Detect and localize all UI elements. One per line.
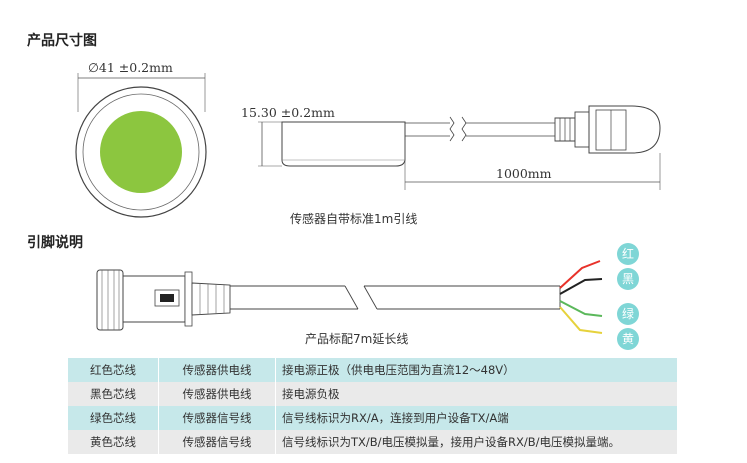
wire-type-cell: 传感器信号线 [158, 406, 276, 430]
wire-group [559, 260, 603, 334]
ext-cable-break-2 [363, 285, 378, 310]
sensor-cable-caption: 传感器自带标准1m引线 [290, 212, 418, 226]
diameter-dimension-label: ∅41 ±0.2mm [88, 60, 173, 75]
black-wire [559, 278, 603, 295]
ext-strain-relief [191, 282, 231, 316]
wire-desc-cell: 接电源正极（供电电压范围为直流12～48V） [275, 358, 678, 382]
pin-table: 红色芯线 传感器供电线 接电源正极（供电电压范围为直流12～48V） 黑色芯线 … [68, 358, 678, 454]
sensor-inner-ring [82, 93, 200, 211]
sensor-outer-ring [75, 86, 207, 218]
table-row: 黄色芯线 传感器信号线 信号线标识为TX/B/电压模拟量，接用户设备RX/B/电… [68, 430, 678, 454]
sensor-face [100, 111, 182, 193]
wire-color-cell: 绿色芯线 [68, 406, 159, 430]
wire-desc-cell: 信号线标识为RX/A，连接到用户设备TX/A端 [275, 406, 678, 430]
ext-connector-collar [184, 271, 193, 327]
wire-color-cell: 黄色芯线 [68, 430, 159, 454]
wire-label-green: 绿 [617, 303, 639, 325]
wire-color-cell: 黑色芯线 [68, 382, 159, 406]
wire-desc-cell: 接电源负极 [275, 382, 678, 406]
wire-label-yellow: 黄 [617, 328, 639, 350]
wire-type-cell: 传感器供电线 [158, 358, 276, 382]
sensor-side-body [281, 121, 406, 167]
wire-label-black: 黑 [617, 268, 639, 290]
cable-break-mark-2 [461, 116, 467, 142]
table-row: 黑色芯线 传感器供电线 接电源负极 [68, 382, 678, 406]
yellow-wire [559, 306, 603, 334]
table-row: 绿色芯线 传感器信号线 信号线标识为RX/A，连接到用户设备TX/A端 [68, 406, 678, 430]
wire-desc-cell: 信号线标识为TX/B/电压模拟量，接用户设备RX/B/电压模拟量端。 [275, 430, 678, 454]
length-dimension-label: 1000mm [496, 166, 552, 181]
green-wire [559, 300, 603, 317]
red-wire [559, 260, 601, 289]
extension-cable-caption: 产品标配7m延长线 [305, 332, 409, 346]
wire-type-cell: 传感器信号线 [158, 430, 276, 454]
cable-break-mark-1 [449, 116, 455, 142]
connector-head [588, 105, 661, 154]
ext-connector-pin [160, 294, 174, 302]
height-dimension-label: 15.30 ±0.2mm [241, 105, 335, 120]
table-row: 红色芯线 传感器供电线 接电源正极（供电电压范围为直流12～48V） [68, 358, 678, 382]
connector-collar [574, 111, 590, 148]
section-title-dimensions: 产品尺寸图 [27, 33, 97, 49]
ext-cable-break-1 [344, 285, 359, 310]
wire-color-cell: 红色芯线 [68, 358, 159, 382]
section-title-pins: 引脚说明 [27, 235, 83, 251]
wire-type-cell: 传感器供电线 [158, 382, 276, 406]
wire-label-red: 红 [617, 243, 639, 265]
